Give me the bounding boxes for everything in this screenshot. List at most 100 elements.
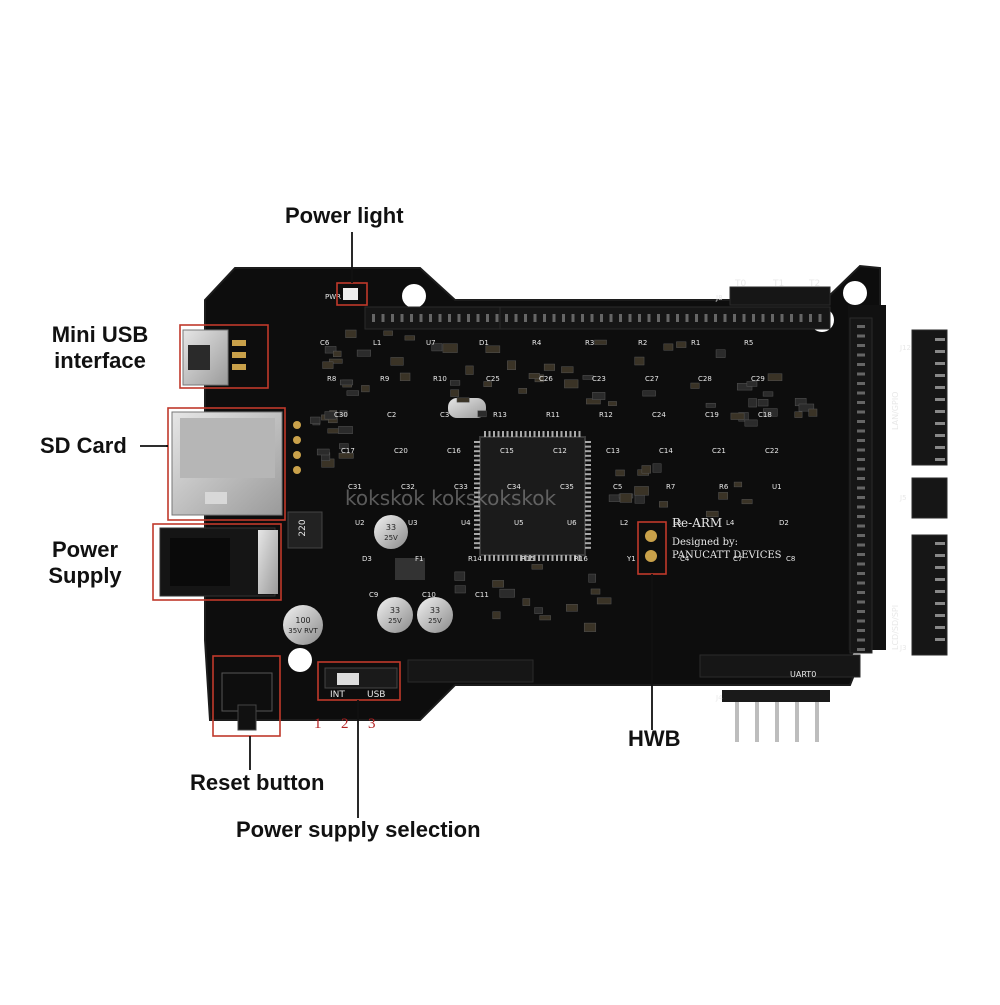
mcu-chip-legs [474,431,591,561]
top-header-left [364,306,501,330]
svg-text:J5: J5 [899,494,907,502]
svg-text:220: 220 [298,519,308,536]
mini-usb-label-line1: Mini USB [51,322,149,347]
svg-text:LAN/GPIO: LAN/GPIO [891,392,900,430]
svg-text:C19: C19 [705,411,719,419]
svg-text:kokskok kokskokskok: kokskok kokskokskok [345,486,556,510]
regulator [395,558,425,580]
svg-text:J4: J4 [715,694,723,702]
svg-text:C35: C35 [560,483,574,491]
svg-text:R6: R6 [719,483,729,491]
svg-text:U3: U3 [408,519,418,527]
svg-text:C25: C25 [486,375,500,383]
mini-usb-box [179,324,269,389]
svg-text:L3: L3 [673,519,681,527]
svg-text:C11: C11 [475,591,489,599]
svg-text:R8: R8 [327,375,336,383]
svg-text:F1: F1 [415,555,423,563]
svg-text:R9: R9 [380,375,389,383]
usb-pads [232,340,246,370]
svg-text:C32: C32 [401,483,415,491]
lcd-sd-spi-header [911,534,948,656]
svg-text:R5: R5 [744,339,753,347]
svg-text:C12: C12 [553,447,567,455]
svg-text:R16: R16 [574,555,588,563]
svg-text:PWR: PWR [325,293,341,301]
svg-text:U5: U5 [514,519,524,527]
svg-text:D2: D2 [779,519,789,527]
svg-text:C27: C27 [645,375,659,383]
svg-text:J8: J8 [715,294,723,302]
crystal [448,398,486,418]
svg-text:Y1: Y1 [626,555,636,563]
smd-components [310,329,818,632]
svg-text:C31: C31 [348,483,362,491]
svg-text:USB: USB [367,690,385,700]
bottom-header-right [699,654,861,678]
mini-usb-label-line2: interface [54,348,146,373]
svg-text:D1: D1 [479,339,489,347]
svg-text:L4: L4 [726,519,735,527]
power-led [343,288,358,300]
svg-text:C30: C30 [334,411,348,419]
svg-text:C7: C7 [733,555,742,563]
svg-text:C28: C28 [698,375,712,383]
svg-text:C4: C4 [680,555,690,563]
svg-text:U2: U2 [355,519,365,527]
svg-text:C21: C21 [712,447,726,455]
svg-text:100: 100 [295,616,310,625]
svg-text:R11: R11 [546,411,560,419]
svg-text:PANUCATT DEVICES: PANUCATT DEVICES [672,550,782,561]
svg-text:C23: C23 [592,375,606,383]
hwb-label: HWB [628,726,681,751]
hwb-pad-2 [645,550,657,562]
svg-text:R2: R2 [638,339,647,347]
mini-usb-label: Mini USB interface [35,322,165,374]
svg-text:C16: C16 [447,447,461,455]
svg-text:C5: C5 [613,483,622,491]
svg-text:C14: C14 [659,447,673,455]
svg-text:C24: C24 [652,411,666,419]
svg-text:C33: C33 [454,483,468,491]
hwb-pad-1 [645,530,657,542]
svg-text:U4: U4 [461,519,471,527]
power-supply-box [152,523,282,601]
j5-header [911,477,948,519]
jumper-pin-1: 1 [314,716,322,732]
svg-text:Re-ARM: Re-ARM [672,516,722,530]
power-supply-label-line2: Supply [48,563,122,588]
right-header-pins [857,325,945,651]
power-supply-selection-label: Power supply selection [236,817,481,842]
svg-text:R13: R13 [493,411,507,419]
electrolytic-capacitors [283,515,453,645]
jumper-pin-2: 2 [341,716,349,732]
sd-card-label: SD Card [40,433,127,458]
bottom-header-left [407,659,534,683]
svg-text:C34: C34 [507,483,521,491]
svg-text:R15: R15 [521,555,535,563]
power-supply-label: Power Supply [30,537,140,589]
svg-text:R10: R10 [433,375,447,383]
svg-text:C17: C17 [341,447,355,455]
svg-text:C29: C29 [751,375,765,383]
svg-text:C6: C6 [320,339,330,347]
svg-text:R1: R1 [691,339,700,347]
svg-text:35V RVT: 35V RVT [288,627,318,635]
svg-text:C3: C3 [440,411,449,419]
svg-text:L2: L2 [620,519,628,527]
svg-text:33: 33 [386,523,396,532]
svg-text:R14: R14 [468,555,482,563]
svg-text:C13: C13 [606,447,620,455]
svg-text:33: 33 [390,606,400,615]
reset-button-box [212,655,281,737]
svg-text:R4: R4 [532,339,542,347]
svg-text:R7: R7 [666,483,675,491]
svg-text:C22: C22 [765,447,779,455]
mcu-chip [479,436,586,556]
top-header-right [499,306,831,330]
svg-text:U7: U7 [426,339,436,347]
callout-leaders [140,232,653,818]
